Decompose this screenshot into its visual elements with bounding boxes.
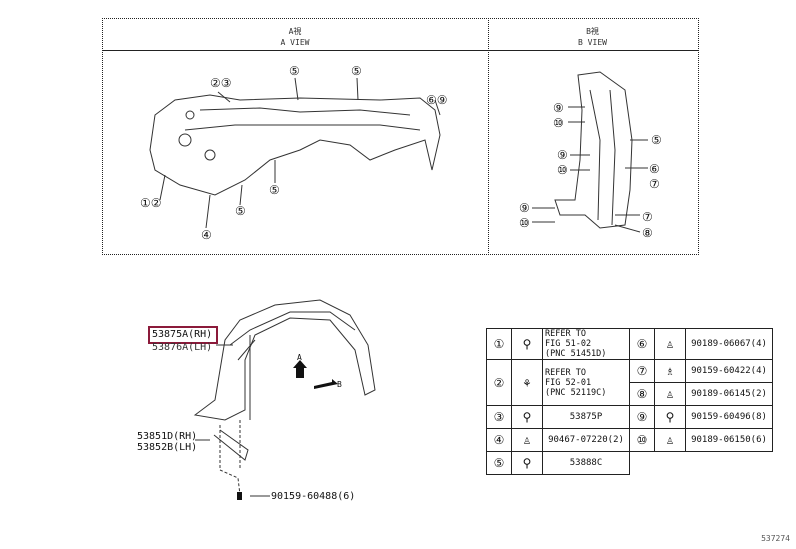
clip-icon: ⚘ bbox=[511, 359, 543, 406]
legend-part[interactable]: 90467-07220(2) bbox=[542, 428, 630, 452]
legend-num: ⑦ bbox=[629, 359, 655, 383]
views-frame bbox=[102, 18, 699, 255]
a-view-header: A視 A VIEW bbox=[102, 26, 488, 48]
part-highlight bbox=[148, 326, 218, 344]
callout-b-10: ⑩ bbox=[519, 216, 530, 230]
legend-part[interactable]: 90159-60496(8) bbox=[685, 405, 773, 429]
legend-num: ⑨ bbox=[629, 405, 655, 429]
legend-num: ⑧ bbox=[629, 382, 655, 406]
screw-part-number[interactable]: 90159-60488(6) bbox=[271, 491, 356, 502]
callout-a-5: ⑤ bbox=[351, 64, 362, 78]
clip-icon: ⚲ bbox=[511, 451, 543, 475]
b-view-title-en: B VIEW bbox=[578, 38, 607, 47]
legend-part[interactable]: 53875P bbox=[542, 405, 630, 429]
a-view-title-jp: A視 bbox=[288, 27, 302, 36]
arrow-b-icon bbox=[314, 379, 338, 389]
ref-line: REFER TO bbox=[545, 367, 586, 378]
view-divider bbox=[488, 18, 489, 253]
screw-icon: ⚲ bbox=[511, 328, 543, 360]
part-number-rh[interactable]: 53875A(RH) bbox=[152, 329, 213, 340]
callout-b-10: ⑩ bbox=[553, 116, 564, 130]
legend-num: ④ bbox=[486, 428, 512, 452]
callout-b-5: ⑤ bbox=[651, 133, 662, 147]
fender-liner-drawing bbox=[193, 299, 376, 497]
nut-icon: ♙ bbox=[654, 328, 686, 360]
nut-icon: ♙ bbox=[654, 382, 686, 406]
legend-row: ③ ⚲ 53875P ⑨ ⚲ 90159-60496(8) bbox=[486, 405, 773, 429]
legend-part[interactable]: 90189-06145(2) bbox=[685, 382, 773, 406]
screw-icon bbox=[237, 492, 242, 500]
ref-line: FIG 51-02 bbox=[545, 339, 592, 349]
callout-a-1-2: ①② bbox=[140, 196, 162, 210]
screw-icon: ⚲ bbox=[654, 405, 686, 429]
callout-b-7: ⑦ bbox=[642, 210, 653, 224]
ref-line: (PNC 52119C) bbox=[545, 387, 607, 398]
bracket-number-rh[interactable]: 53851D(RH) bbox=[137, 431, 198, 442]
legend-num: ⑩ bbox=[629, 428, 655, 452]
legend-num: ⑤ bbox=[486, 451, 512, 475]
a-view-title-en: A VIEW bbox=[280, 38, 310, 47]
a-view-drawing bbox=[149, 77, 441, 229]
arrow-a-icon bbox=[293, 360, 307, 378]
b-view-drawing bbox=[532, 71, 648, 233]
callout-a-6-9: ⑥⑨ bbox=[426, 93, 448, 107]
arrow-a-label: A bbox=[297, 353, 302, 362]
legend-row: ④ ♙ 90467-07220(2) ⑩ ♙ 90189-06150(6) bbox=[486, 428, 773, 452]
callout-a-5: ⑤ bbox=[235, 204, 246, 218]
clip-icon: ♙ bbox=[511, 428, 543, 452]
callout-b-8: ⑧ bbox=[642, 226, 653, 240]
b-view-title-jp: B視 bbox=[586, 27, 599, 36]
legend-part[interactable]: 53888C bbox=[542, 451, 630, 475]
direction-arrows bbox=[237, 360, 338, 500]
legend-empty bbox=[629, 451, 773, 475]
ref-line: (PNC 51451D) bbox=[545, 349, 607, 359]
clip-icon: ⚲ bbox=[511, 405, 543, 429]
ref-line: REFER TO bbox=[545, 329, 586, 339]
legend-part[interactable]: 90159-60422(4) bbox=[685, 359, 773, 383]
bracket-number-lh[interactable]: 53852B(LH) bbox=[137, 442, 198, 453]
legend-num: ② bbox=[486, 359, 512, 406]
legend-num: ⑥ bbox=[629, 328, 655, 360]
ref-line: FIG 52-01 bbox=[545, 377, 592, 388]
arrow-b-label: B bbox=[337, 380, 342, 389]
callout-b-9: ⑨ bbox=[519, 201, 530, 215]
part-number-lh[interactable]: 53876A(LH) bbox=[152, 342, 213, 353]
legend-num: ③ bbox=[486, 405, 512, 429]
callout-a-2-3: ②③ bbox=[210, 76, 232, 90]
callout-b-10: ⑩ bbox=[557, 163, 568, 177]
legend-row: ⑤ ⚲ 53888C bbox=[486, 451, 773, 475]
callout-b-7: ⑦ bbox=[649, 177, 660, 191]
bolt-icon: ♗ bbox=[654, 359, 686, 383]
nut-icon: ♙ bbox=[654, 428, 686, 452]
callout-a-4: ④ bbox=[201, 228, 212, 242]
figure-number: 537274 bbox=[761, 534, 790, 543]
callout-a-5: ⑤ bbox=[269, 183, 280, 197]
callout-a-5: ⑤ bbox=[289, 64, 300, 78]
header-divider bbox=[102, 50, 698, 51]
callout-b-6: ⑥ bbox=[649, 162, 660, 176]
legend-num: ① bbox=[486, 328, 512, 360]
legend-part[interactable]: 90189-06150(6) bbox=[685, 428, 773, 452]
legend-part[interactable]: 90189-06067(4) bbox=[685, 328, 773, 360]
b-view-header: B視 B VIEW bbox=[488, 26, 697, 48]
callout-b-9: ⑨ bbox=[557, 148, 568, 162]
callout-b-9: ⑨ bbox=[553, 101, 564, 115]
